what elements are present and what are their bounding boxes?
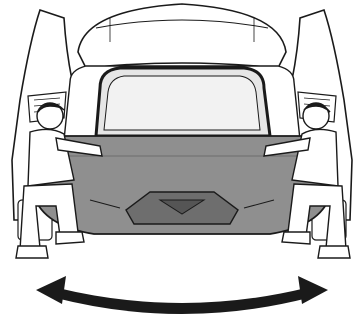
trunk-lid — [78, 4, 286, 68]
double-headed-curved-arrow-icon — [36, 276, 328, 314]
